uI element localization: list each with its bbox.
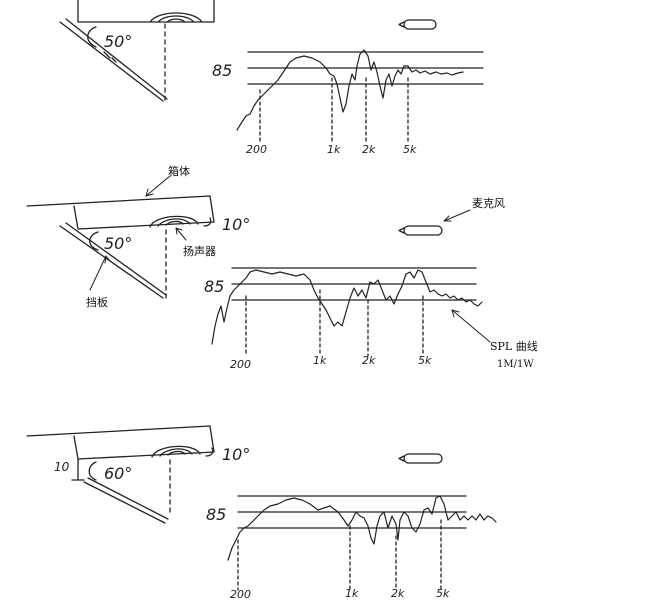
baffle-arrow: [89, 255, 107, 291]
microphone-icon: [398, 19, 437, 30]
enclosure-arrow: [145, 175, 171, 197]
microphone-label: 麦克风: [472, 197, 505, 210]
spl-chart: 85 200 1k 2k 5k: [212, 49, 484, 156]
tick-label-5k: 5k: [418, 354, 432, 367]
panel-1: 50° 85 200 1k 2k 5k: [59, 0, 484, 156]
tick-label-5k: 5k: [403, 143, 417, 156]
microphone-icon: [398, 225, 443, 236]
panel-3: 10° 10 60°: [26, 425, 497, 600]
baffle-label: 挡板: [86, 295, 108, 309]
tick-label-200: 200: [230, 358, 251, 371]
microphone-arrow: [443, 209, 471, 222]
speaker-driver: [151, 445, 201, 458]
spl-curve-sublabel: 1M/1W: [497, 359, 534, 370]
spl-curve-arrow: [451, 309, 491, 343]
speaker-driver: [149, 12, 203, 23]
tilt-arc: [203, 217, 212, 227]
baffle-board: [59, 222, 167, 299]
baffle-board: [83, 477, 169, 524]
level-label: 85: [206, 505, 226, 524]
spl-chart: 85 200 1k 2k 5k: [204, 267, 483, 371]
spl-chart: 85 200 1k 2k 5k: [206, 495, 497, 600]
tick-label-200: 200: [246, 143, 267, 156]
panel-2: 10° 50° 85 200: [26, 175, 491, 371]
spl-curve: [227, 495, 497, 561]
spl-curve: [211, 269, 483, 345]
spl-curve-label: SPL 曲线: [490, 339, 538, 353]
angle-arc: [87, 26, 97, 48]
angle-label: 50°: [104, 234, 132, 253]
spl-curve: [236, 49, 464, 131]
enclosure-label: 箱体: [168, 164, 190, 178]
height-marker: [71, 458, 85, 481]
angle-arc: [88, 461, 97, 481]
level-label: 85: [204, 277, 224, 296]
level-label: 85: [212, 61, 232, 80]
speaker-label: 扬声器: [183, 244, 216, 258]
baffle-board: [59, 18, 168, 102]
microphone-icon: [398, 453, 443, 464]
height-label: 10: [54, 460, 70, 474]
annotation-arrows: [89, 175, 491, 343]
tick-label-2k: 2k: [391, 587, 405, 600]
tick-label-200: 200: [230, 588, 251, 600]
enclosure-box: [26, 425, 215, 460]
tick-label-1k: 1k: [345, 587, 359, 600]
angle-arc: [89, 231, 99, 251]
tick-label-1k: 1k: [313, 354, 327, 367]
tick-label-2k: 2k: [362, 143, 376, 156]
angle-label: 60°: [104, 464, 132, 483]
tick-label-1k: 1k: [327, 143, 341, 156]
speaker-driver: [149, 215, 199, 228]
tilt-label: 10°: [222, 445, 250, 464]
tilt-label: 10°: [222, 215, 250, 234]
tick-label-2k: 2k: [362, 354, 376, 367]
speaker-arrow: [175, 227, 187, 241]
tilt-arc: [205, 447, 214, 457]
tick-label-5k: 5k: [436, 587, 450, 600]
angle-label: 50°: [104, 32, 132, 51]
enclosure-box: [77, 0, 215, 23]
enclosure-box: [26, 195, 215, 230]
